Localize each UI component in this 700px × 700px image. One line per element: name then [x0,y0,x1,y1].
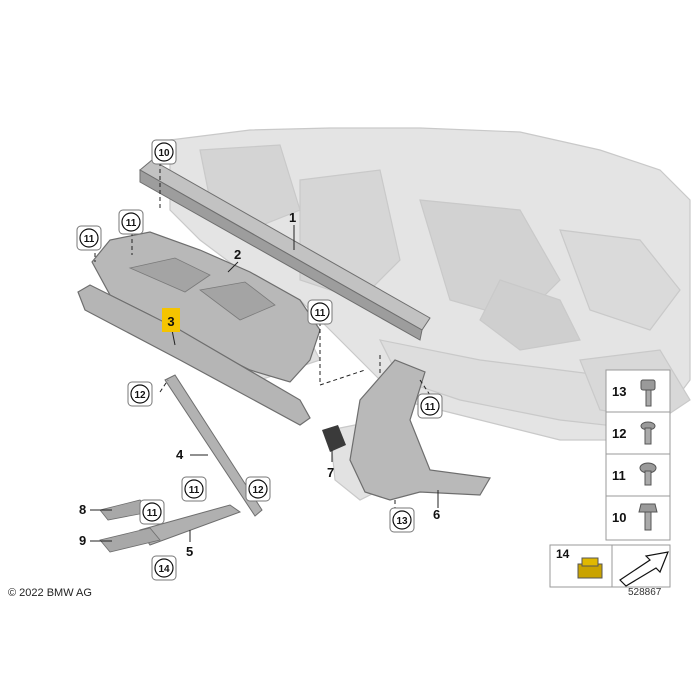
screw-icon [640,421,656,445]
svg-text:8: 8 [79,502,86,517]
svg-text:14: 14 [158,564,170,575]
svg-text:14: 14 [556,547,570,561]
callout-3-highlight: 3 [162,308,180,332]
copyright-text: © 2022 BMW AG [8,587,92,599]
svg-text:11: 11 [147,508,158,519]
svg-text:11: 11 [315,308,326,319]
torx-screw-icon [639,462,657,486]
svg-text:4: 4 [176,447,184,462]
part-1-cross-member [139,159,431,341]
svg-text:11: 11 [189,485,200,496]
part-7-clip [322,425,346,452]
svg-text:11: 11 [612,468,626,483]
callout-14-a: 14 [151,555,177,581]
legend-10: 10 [612,503,658,531]
legend-12: 12 [612,421,656,445]
callout-11-d: 11 [417,393,443,419]
callout-12-b: 12 [245,476,271,502]
svg-text:7: 7 [327,465,334,480]
callout-11-a: 11 [118,209,144,235]
svg-text:3: 3 [167,314,174,329]
part-6-support-bracket [349,359,491,501]
svg-text:10: 10 [158,148,170,159]
part-4-strut [164,374,263,517]
callout-11-b: 11 [76,225,102,251]
svg-text:5: 5 [186,544,193,559]
callouts: 10 11 11 1 2 3 11 12 [76,139,443,581]
bolt-icon [640,379,656,407]
callout-11-f: 11 [139,499,165,525]
svg-text:13: 13 [396,516,408,527]
svg-text:11: 11 [126,218,137,229]
callout-11-c: 11 [307,299,333,325]
callout-11-e: 11 [181,476,207,502]
svg-text:11: 11 [425,402,436,413]
svg-text:9: 9 [79,533,86,548]
svg-text:12: 12 [252,485,264,496]
part-2-shield-plate [91,231,321,383]
callout-13-a: 13 [389,507,415,533]
svg-text:6: 6 [433,507,440,522]
svg-text:2: 2 [234,247,241,262]
document-number: 528867 [628,587,662,598]
fastener-legend: 13 12 11 10 [549,369,671,588]
clip-nut-icon [577,557,603,579]
part-3-bumper-beam [77,284,311,426]
callout-10-top: 10 [151,139,177,165]
svg-text:1: 1 [289,210,296,225]
svg-text:12: 12 [134,390,146,401]
legend-14: 14 [549,544,671,588]
callout-12-a: 12 [127,381,153,407]
legend-13: 13 [612,379,656,407]
hex-bolt-icon [638,503,658,531]
svg-text:11: 11 [84,234,95,245]
arrow-icon [619,551,669,587]
svg-text:12: 12 [612,426,626,441]
leader-lines [90,225,439,542]
legend-11: 11 [612,462,657,486]
svg-text:13: 13 [612,384,626,399]
svg-text:10: 10 [612,510,626,525]
